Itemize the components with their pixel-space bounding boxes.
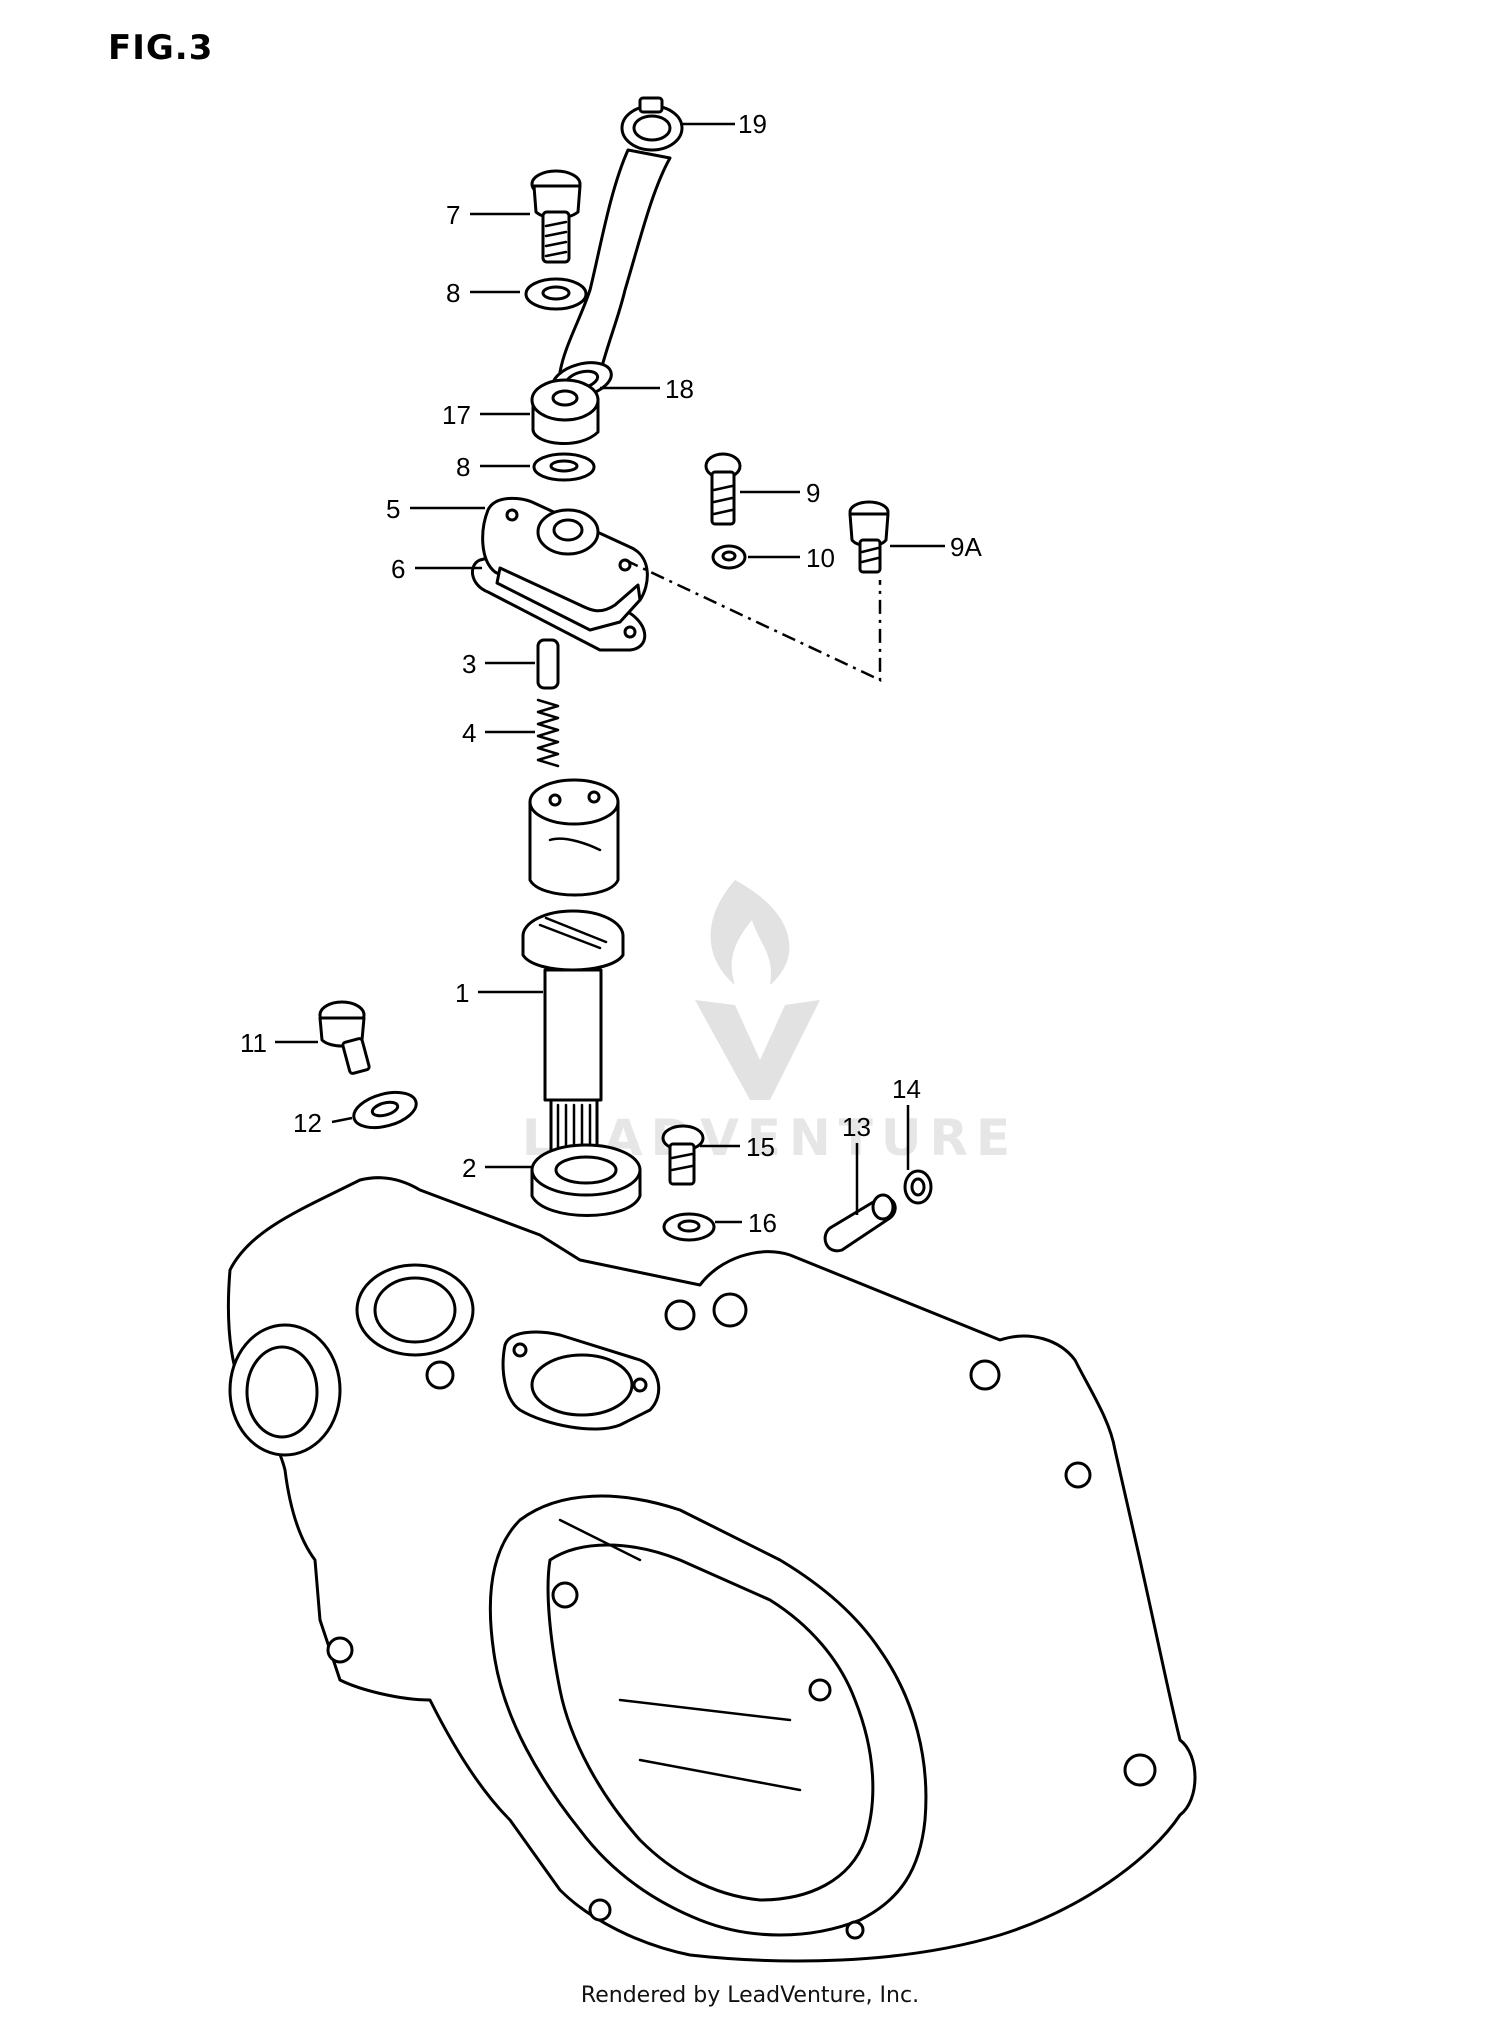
part-8-washer-lower[interactable] xyxy=(532,452,596,482)
callout-13: 13 xyxy=(842,1112,871,1142)
callout-8-lower: 8 xyxy=(456,452,470,482)
part-pump-sleeve[interactable] xyxy=(528,778,620,897)
callout-8-upper: 8 xyxy=(446,278,460,308)
figure-title: FIG.3 xyxy=(108,28,214,68)
callout-numbers: 19 7 8 18 17 8 9 9A 5 10 6 3 4 1 11 14 1… xyxy=(240,109,982,1238)
callout-3: 3 xyxy=(462,649,476,679)
leader-lines xyxy=(275,122,945,1224)
callout-18: 18 xyxy=(665,374,694,404)
callout-5: 5 xyxy=(386,494,400,524)
callout-19: 19 xyxy=(738,109,767,139)
part-4-spring[interactable] xyxy=(536,698,560,768)
part-13-dowel-pin[interactable] xyxy=(823,1193,897,1253)
part-12-washer[interactable] xyxy=(350,1086,420,1133)
part-16-washer[interactable] xyxy=(662,1212,716,1242)
callout-11: 11 xyxy=(240,1028,267,1058)
callout-1: 1 xyxy=(455,978,469,1008)
part-11-bolt[interactable] xyxy=(318,1000,371,1075)
callout-10: 10 xyxy=(806,543,835,573)
part-14-o-ring[interactable] xyxy=(903,1169,933,1205)
part-8-washer-upper[interactable] xyxy=(524,277,588,311)
callout-14: 14 xyxy=(892,1074,921,1104)
part-9a-screw[interactable] xyxy=(848,500,890,574)
callout-2: 2 xyxy=(462,1153,476,1183)
footer-credit: Rendered by LeadVenture, Inc. xyxy=(580,1983,920,2008)
callout-16: 16 xyxy=(748,1208,777,1238)
part-2-oil-seal[interactable] xyxy=(530,1143,642,1217)
part-1-pump-shaft[interactable] xyxy=(521,909,625,1182)
part-9-screw[interactable] xyxy=(704,452,742,526)
callout-17: 17 xyxy=(442,400,471,430)
part-10-washer[interactable] xyxy=(711,544,747,570)
callout-4: 4 xyxy=(462,718,476,748)
part-19-hose-clamp[interactable] xyxy=(620,96,684,152)
part-7-banjo-bolt[interactable] xyxy=(530,169,582,264)
callout-12: 12 xyxy=(293,1108,322,1138)
callout-9: 9 xyxy=(806,478,820,508)
crankcase-cover[interactable] xyxy=(226,1176,1197,1963)
callout-9a: 9A xyxy=(950,532,982,562)
part-3-pin[interactable] xyxy=(536,638,560,690)
callout-7: 7 xyxy=(446,200,460,230)
callout-6: 6 xyxy=(391,554,405,584)
alignment-line xyxy=(624,558,882,682)
part-15-screw[interactable] xyxy=(661,1124,705,1186)
part-5-pump-cover[interactable] xyxy=(481,496,649,632)
part-17-union[interactable] xyxy=(530,378,600,445)
callout-15: 15 xyxy=(746,1132,775,1162)
